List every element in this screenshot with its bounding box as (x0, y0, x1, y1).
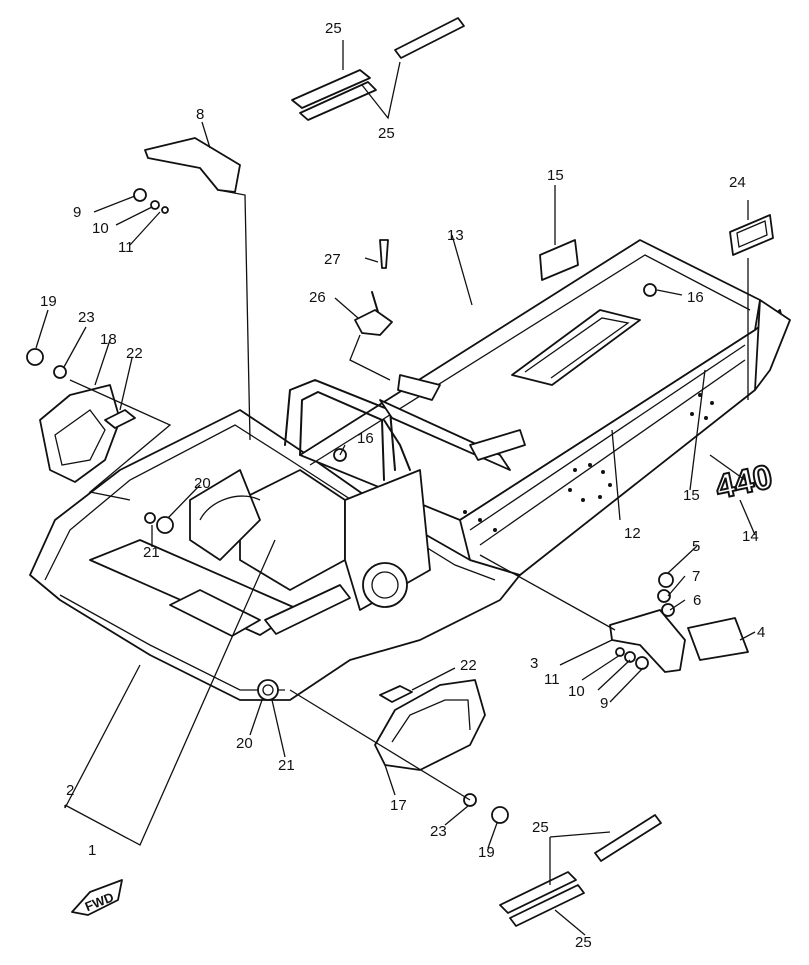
callout-labels: 1 2 3 4 5 6 7 8 9 9 10 10 11 11 12 13 14… (40, 20, 765, 951)
anti-slip-strips-bottom (499, 814, 662, 927)
bracket-26 (354, 309, 393, 336)
callout-3: 3 (530, 655, 538, 672)
bolt-19b (491, 806, 509, 824)
nut-5 (658, 572, 674, 588)
callout-25-top-lower: 25 (378, 125, 395, 142)
callout-4: 4 (757, 624, 765, 641)
cover-17 (374, 679, 486, 771)
washer-7 (657, 589, 671, 603)
pin-27 (379, 239, 389, 269)
callout-12: 12 (624, 525, 641, 542)
callout-21-bottom: 21 (278, 757, 295, 774)
callout-24: 24 (729, 174, 746, 191)
plate-4 (687, 617, 749, 661)
bolt-19a (26, 348, 44, 366)
callout-9-top: 9 (73, 204, 81, 221)
washer-21a (144, 512, 156, 524)
rivet-row (463, 393, 714, 532)
callout-23-bottom: 23 (430, 823, 447, 840)
callout-26: 26 (309, 289, 326, 306)
gasket-22b (379, 685, 413, 703)
callout-5: 5 (692, 538, 700, 555)
plate-24 (729, 214, 774, 256)
callout-17: 17 (390, 797, 407, 814)
nut-20a (156, 516, 174, 534)
callout-19-left: 19 (40, 293, 57, 310)
callout-16-center: 16 (357, 430, 374, 447)
callout-23-left: 23 (78, 309, 95, 326)
callout-27: 27 (324, 251, 341, 268)
callout-11-top: 11 (118, 239, 134, 256)
callout-8: 8 (196, 106, 204, 123)
svg-text:FWD: FWD (83, 889, 116, 914)
callout-13: 13 (447, 227, 464, 244)
callout-20-left: 20 (194, 475, 211, 492)
callout-18: 18 (100, 331, 117, 348)
callout-11-right: 11 (544, 671, 560, 688)
callout-20-bottom: 20 (236, 735, 253, 752)
callout-9-right: 9 (600, 695, 608, 712)
callout-25-bottom-upper: 25 (532, 819, 549, 836)
bracket-8 (144, 137, 241, 193)
cover-18 (39, 384, 121, 483)
anti-slip-strips-top (291, 17, 465, 121)
callout-16-top: 16 (687, 289, 704, 306)
callout-25-bottom: 25 (575, 934, 592, 951)
gasket-22a (104, 409, 136, 429)
washer-6 (661, 603, 675, 617)
callout-22-left: 22 (126, 345, 143, 362)
chassis-frame (29, 239, 791, 701)
nut-20b (257, 679, 279, 701)
grommet-16a (643, 283, 657, 297)
callout-19-bottom: 19 (478, 844, 495, 861)
callout-10-top: 10 (92, 220, 109, 237)
bolt-washer-set-top (133, 188, 169, 214)
callout-7: 7 (692, 568, 700, 585)
callout-21-left: 21 (143, 544, 160, 561)
callout-22-right: 22 (460, 657, 477, 674)
fwd-arrow-icon: FWD (71, 879, 123, 916)
leader-lines (35, 40, 756, 936)
callout-6: 6 (693, 592, 701, 609)
callout-2: 2 (66, 782, 74, 799)
bolt-washer-set-right (615, 647, 649, 670)
callout-1: 1 (88, 842, 96, 859)
washer-23a (53, 365, 67, 379)
callout-25-top: 25 (325, 20, 342, 37)
callout-14: 14 (742, 528, 759, 545)
callout-15-right: 15 (683, 487, 700, 504)
decal-440: 440 (712, 458, 775, 507)
callout-15-top: 15 (547, 167, 564, 184)
decal-15-top (539, 239, 579, 281)
callout-10-right: 10 (568, 683, 585, 700)
